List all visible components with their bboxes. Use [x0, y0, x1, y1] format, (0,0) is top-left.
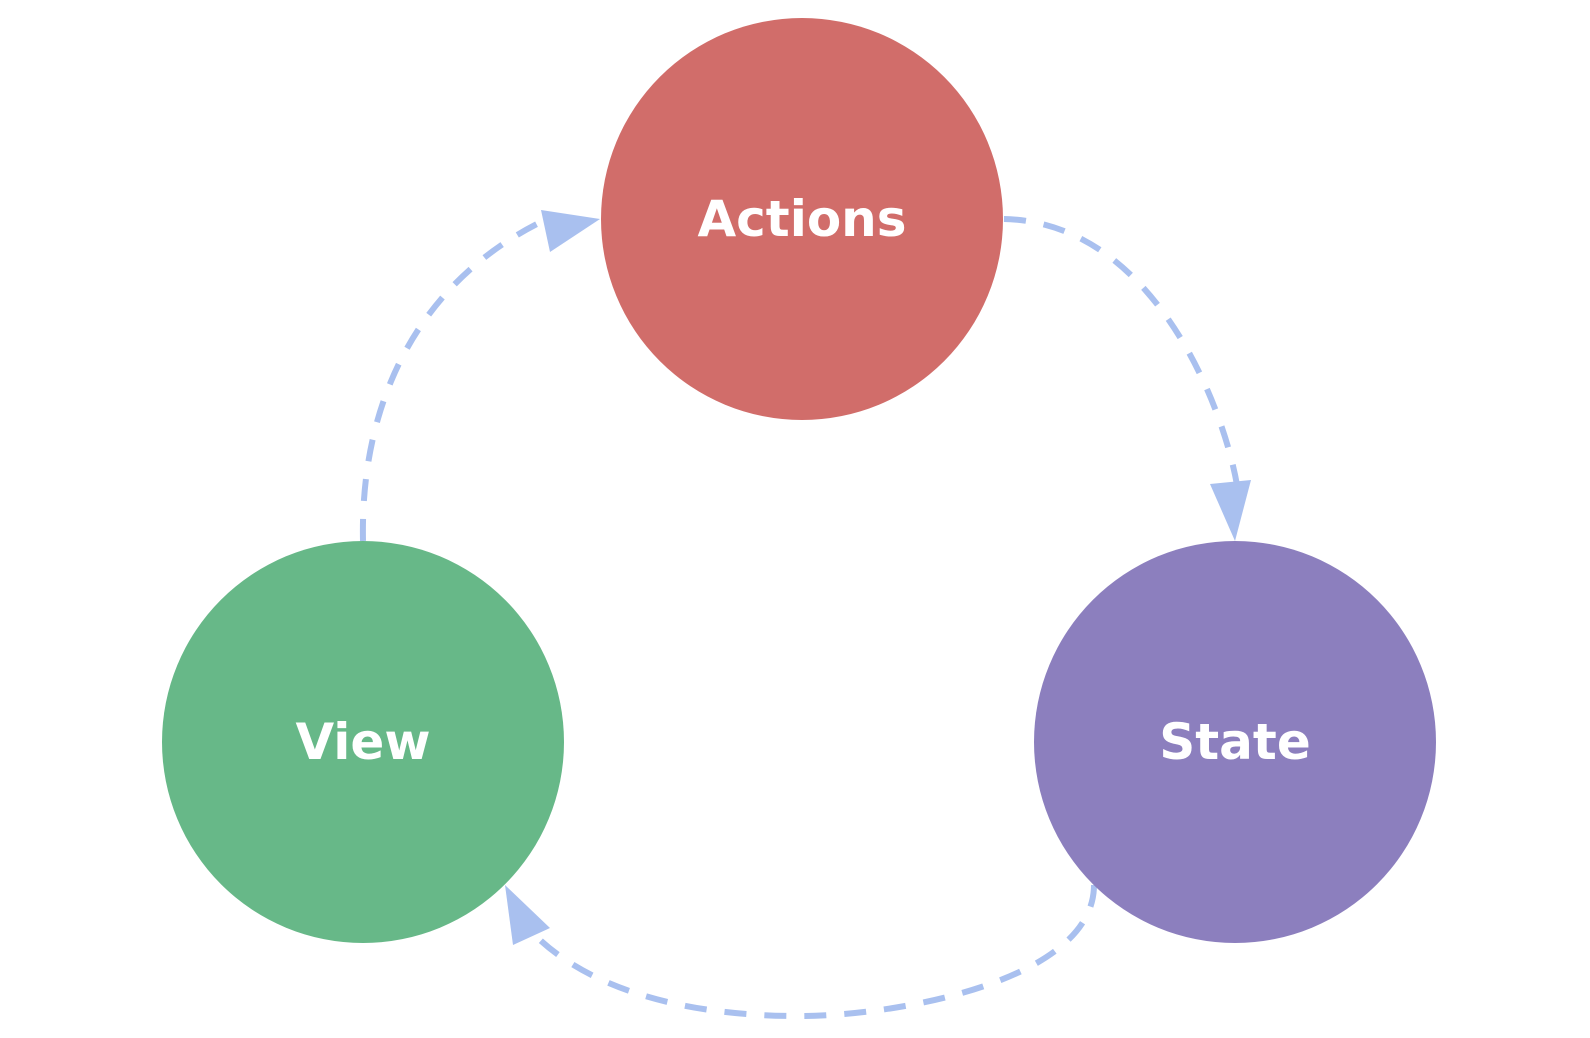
edge-actions-to-state	[1003, 216, 1251, 541]
node-view-circle	[162, 541, 564, 943]
node-state-label: State	[1159, 713, 1310, 771]
node-state-circle	[1034, 541, 1436, 943]
arrow-line-view-to-actions	[359, 217, 547, 542]
arrowhead-to-state	[1210, 480, 1251, 541]
node-actions: Actions	[601, 18, 1003, 420]
node-actions-circle	[601, 18, 1003, 420]
edge-state-to-view	[505, 884, 1097, 1020]
arrow-line-actions-to-state	[1003, 216, 1240, 486]
arrowhead-to-view	[505, 885, 550, 945]
arrow-line-state-to-view	[537, 884, 1097, 1020]
edge-view-to-actions	[359, 210, 600, 542]
node-state: State	[1034, 541, 1436, 943]
node-view-label: View	[295, 713, 430, 771]
arrowhead-to-actions	[541, 210, 600, 252]
node-actions-label: Actions	[697, 190, 906, 248]
node-view: View	[162, 541, 564, 943]
